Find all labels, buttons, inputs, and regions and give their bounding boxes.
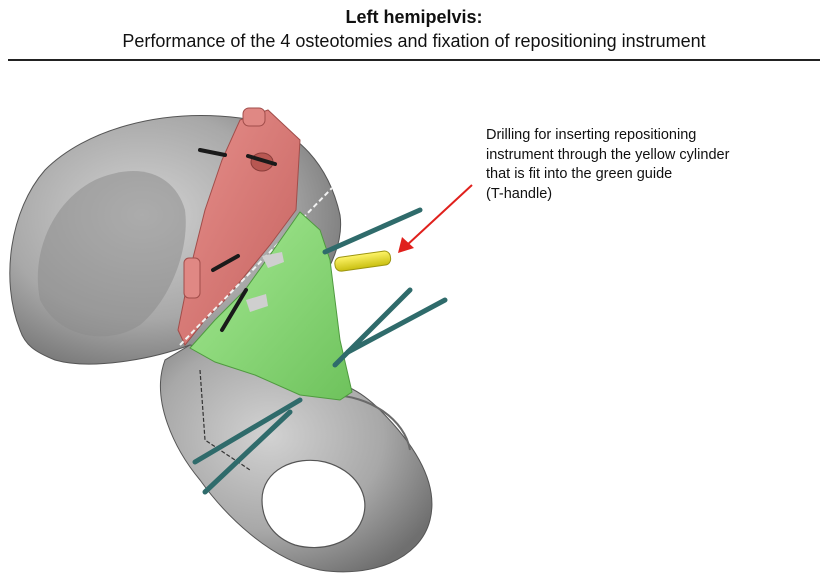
wire-3 [348, 300, 445, 352]
annotation-arrow [406, 185, 472, 246]
annotation-line-1: Drilling for inserting repositioning [486, 126, 806, 146]
annotation-arrowhead [398, 237, 414, 253]
annotation-text: Drilling for inserting repositioning ins… [486, 126, 806, 204]
red-guide-peg-top [243, 108, 265, 126]
red-guide-peg-side [184, 258, 200, 298]
annotation-line-2: instrument through the yellow cylinder [486, 146, 806, 166]
annotation-line-3: that is fit into the green guide [486, 165, 806, 185]
annotation-line-4: (T-handle) [486, 185, 806, 205]
yellow-cylinder [334, 250, 391, 272]
